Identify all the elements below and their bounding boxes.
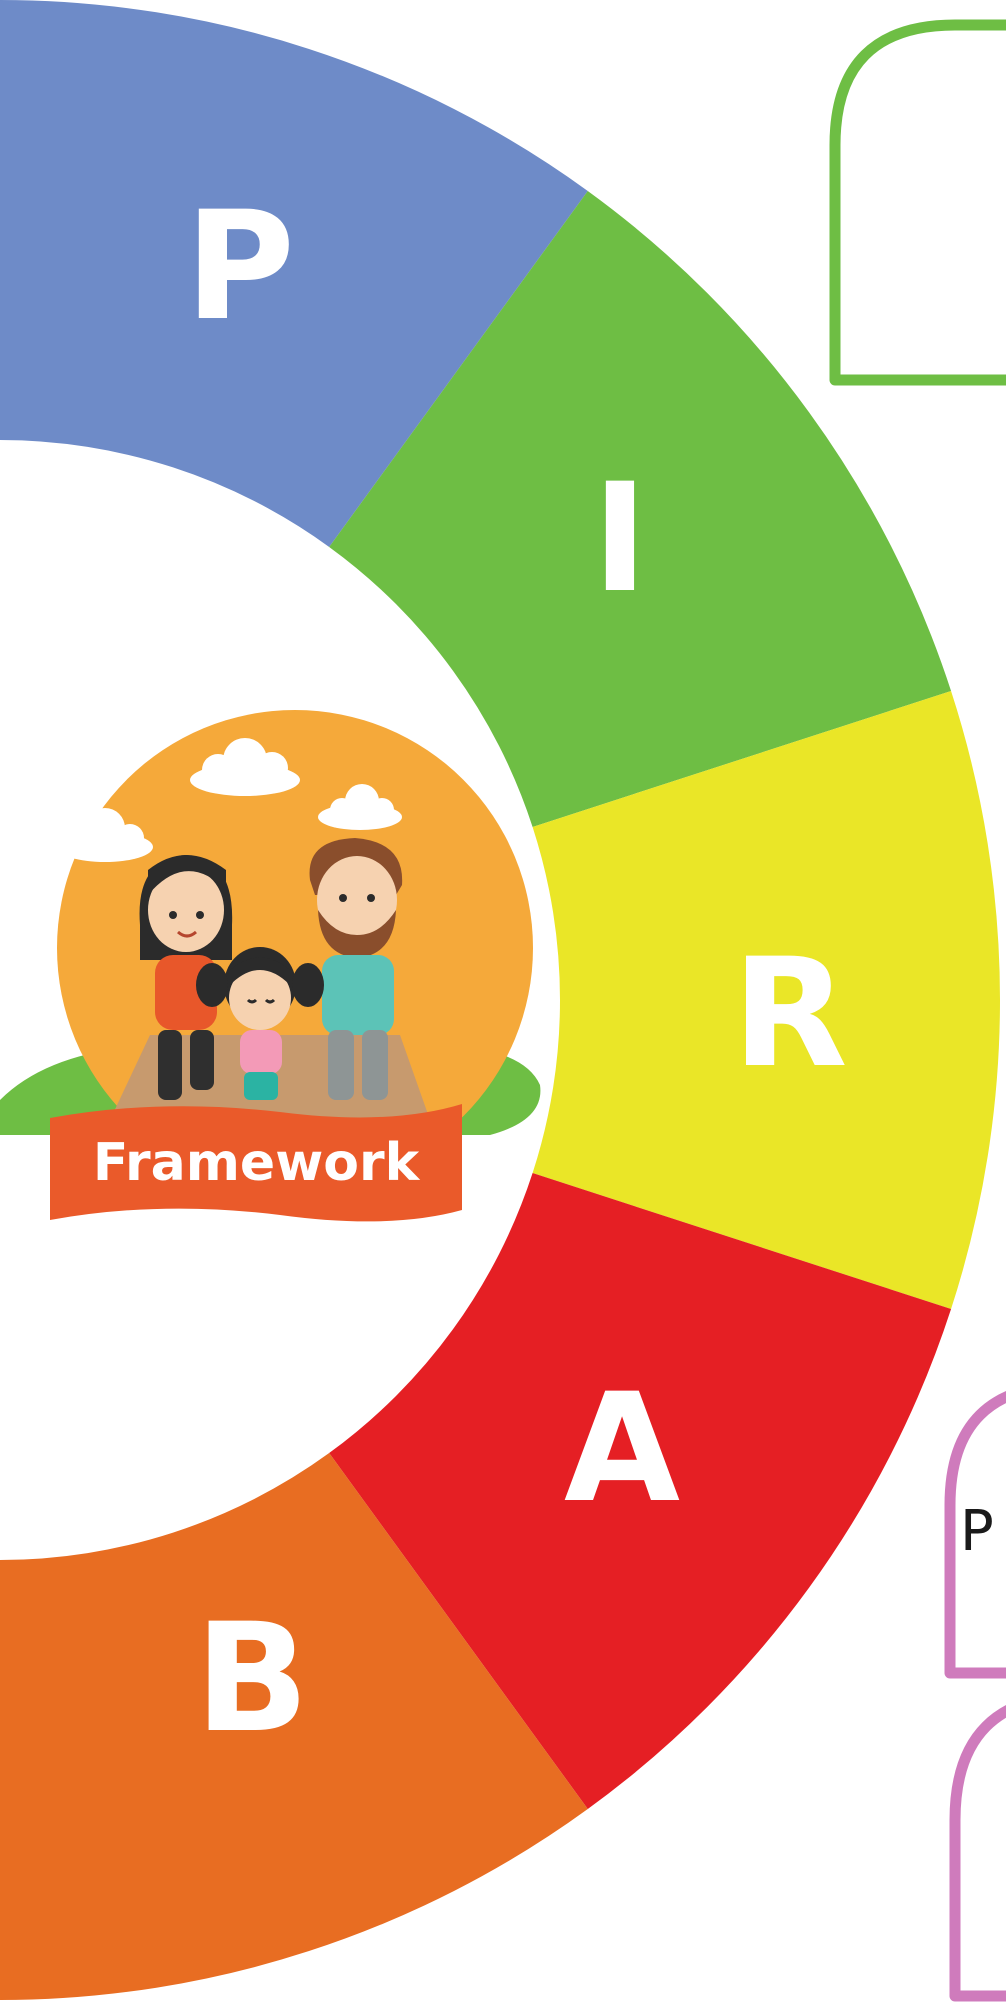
segment-letter-p: P <box>185 180 295 354</box>
segment-letter-r: R <box>732 927 848 1101</box>
segment-letter-a: A <box>564 1362 680 1536</box>
father-figure-icon <box>309 838 403 1100</box>
framework-label: Framework <box>93 1133 421 1193</box>
card-top-outline <box>829 19 1006 386</box>
segment-r <box>532 690 1000 1310</box>
cloud-icon <box>318 784 402 830</box>
ribbon-banner <box>50 1104 462 1222</box>
card-middle-text: P <box>960 1499 994 1564</box>
card-bottom-outline <box>949 1705 1006 2002</box>
segment-p <box>0 0 588 547</box>
segment-letter-i: I <box>592 452 648 626</box>
cloud-icon <box>57 808 153 862</box>
child-figure-icon <box>196 947 324 1100</box>
segment-b <box>0 1453 588 2000</box>
framework-badge: Framework <box>0 710 541 1222</box>
segment-a <box>329 1173 952 1810</box>
card-middle-outline <box>944 1391 1006 1679</box>
segment-i <box>329 190 952 827</box>
cloud-icon <box>190 738 300 796</box>
segment-letter-b: B <box>195 1592 309 1766</box>
